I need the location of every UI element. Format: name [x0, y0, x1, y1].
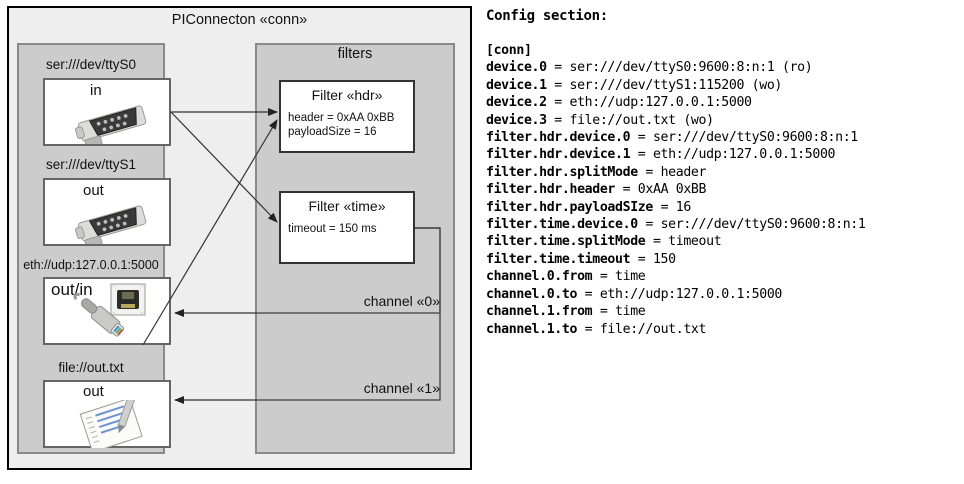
config-key: filter.time.splitMode — [486, 234, 646, 250]
config-value: = ser:///dev/ttyS1:115200 (wo) — [546, 77, 782, 93]
config-line: [conn] — [486, 42, 964, 59]
filter-box-hdr[interactable]: Filter «hdr» header = 0xAA 0xBB payloadS… — [279, 80, 415, 153]
config-value: = 16 — [652, 199, 692, 215]
config-line: filter.hdr.payloadSIze = 16 — [486, 199, 964, 216]
config-value: = time — [592, 269, 646, 285]
config-value: = time — [592, 304, 646, 320]
config-line: device.2 = eth://udp:127.0.0.1:5000 — [486, 94, 964, 111]
config-key: filter.time.device.0 — [486, 217, 638, 233]
config-key: filter.hdr.device.0 — [486, 130, 631, 146]
config-line: filter.time.splitMode = timeout — [486, 233, 964, 250]
device-caption-ttys1: out — [83, 182, 104, 199]
config-key: filter.hdr.payloadSIze — [486, 199, 653, 215]
config-key: channel.0.to — [486, 286, 578, 302]
device-label-ttys0: ser:///dev/ttyS0 — [45, 57, 137, 72]
channel-label-0: channel «0» — [363, 293, 440, 309]
edge-ttys0-to-time — [170, 111, 278, 223]
config-lines: [conn]device.0 = ser:///dev/ttyS0:9600:8… — [486, 42, 964, 338]
config-line: device.0 = ser:///dev/ttyS0:9600:8:n:1 (… — [486, 59, 964, 76]
config-value: = ser:///dev/ttyS0:9600:8:n:1 (ro) — [546, 60, 813, 76]
config-value: = 150 — [630, 251, 676, 267]
config-value: = eth://udp:127.0.0.1:5000 — [546, 95, 752, 111]
filter-attr: payloadSize = 16 — [288, 126, 377, 138]
edge-eth-to-hdr — [142, 119, 278, 346]
config-value: = eth://udp:127.0.0.1:5000 — [577, 286, 783, 302]
device-label-eth: eth://udp:127.0.0.1:5000 — [23, 258, 159, 272]
text-file-icon — [79, 400, 143, 448]
config-key: filter.hdr.header — [486, 182, 616, 198]
config-value: = header — [637, 164, 707, 180]
config-value: = ser:///dev/ttyS0:9600:8:n:1 — [637, 217, 866, 233]
config-line: device.3 = file://out.txt (wo) — [486, 112, 964, 129]
config-key: device.0 — [486, 60, 547, 76]
config-line: filter.hdr.device.0 = ser:///dev/ttyS0:9… — [486, 129, 964, 146]
config-line: channel.1.to = file://out.txt — [486, 321, 964, 338]
filter-attr: header = 0xAA 0xBB — [288, 112, 395, 124]
config-value: = file://out.txt (wo) — [546, 112, 714, 128]
config-value: = eth://udp:127.0.0.1:5000 — [630, 147, 836, 163]
config-key: device.1 — [486, 77, 547, 93]
config-value: = timeout — [645, 234, 722, 250]
filters-panel-title: filters — [337, 46, 373, 62]
config-key: channel.0.from — [486, 269, 593, 285]
config-key: filter.hdr.device.1 — [486, 147, 631, 163]
config-key: device.2 — [486, 95, 547, 111]
config-line: filter.hdr.device.1 = eth://udp:127.0.0.… — [486, 146, 964, 163]
config-key: [conn] — [486, 43, 532, 58]
filter-title-time: Filter «time» — [308, 198, 386, 214]
config-key: device.3 — [486, 112, 547, 128]
config-line: device.1 = ser:///dev/ttyS1:115200 (wo) — [486, 77, 964, 94]
device-box-ttys0[interactable]: in — [43, 78, 171, 146]
config-line: channel.1.from = time — [486, 303, 964, 320]
config-key: filter.time.timeout — [486, 251, 631, 267]
filter-title-hdr: Filter «hdr» — [311, 87, 383, 103]
serial-port-icon — [75, 105, 147, 144]
component-title: PIConnecton «conn» — [171, 12, 308, 28]
config-section: Config section: [conn]device.0 = ser:///… — [486, 8, 964, 338]
config-line: filter.hdr.header = 0xAA 0xBB — [486, 181, 964, 198]
serial-port-icon — [75, 205, 147, 244]
config-heading: Config section: — [486, 8, 608, 24]
config-value: = ser:///dev/ttyS0:9600:8:n:1 — [630, 130, 858, 146]
filter-attr: timeout = 150 ms — [288, 223, 377, 235]
device-caption-eth: out/in — [51, 280, 93, 299]
filter-box-time[interactable]: Filter «time» timeout = 150 ms — [279, 191, 415, 264]
edge-channel-1 — [174, 227, 441, 404]
channel-label-1: channel «1» — [363, 380, 440, 396]
config-line: filter.time.timeout = 150 — [486, 251, 964, 268]
config-line: channel.0.from = time — [486, 268, 964, 285]
config-line: channel.0.to = eth://udp:127.0.0.1:5000 — [486, 286, 964, 303]
device-label-file: file://out.txt — [58, 360, 124, 375]
edge-channel-0 — [174, 227, 441, 317]
config-value: = file://out.txt — [577, 321, 707, 337]
device-label-ttys1: ser:///dev/ttyS1 — [45, 157, 137, 172]
config-value: = 0xAA 0xBB — [615, 182, 707, 198]
config-line: filter.hdr.splitMode = header — [486, 164, 964, 181]
config-line: filter.time.device.0 = ser:///dev/ttyS0:… — [486, 216, 964, 233]
device-box-ttys1[interactable]: out — [43, 178, 171, 246]
ethernet-jack-icon — [73, 283, 146, 337]
device-caption-ttys0: in — [90, 82, 102, 99]
config-key: filter.hdr.splitMode — [486, 164, 638, 180]
device-caption-file: out — [83, 383, 104, 400]
connector-lines — [142, 108, 441, 404]
device-box-file[interactable]: out — [43, 380, 171, 448]
config-key: channel.1.to — [486, 321, 578, 337]
config-key: channel.1.from — [486, 304, 593, 320]
